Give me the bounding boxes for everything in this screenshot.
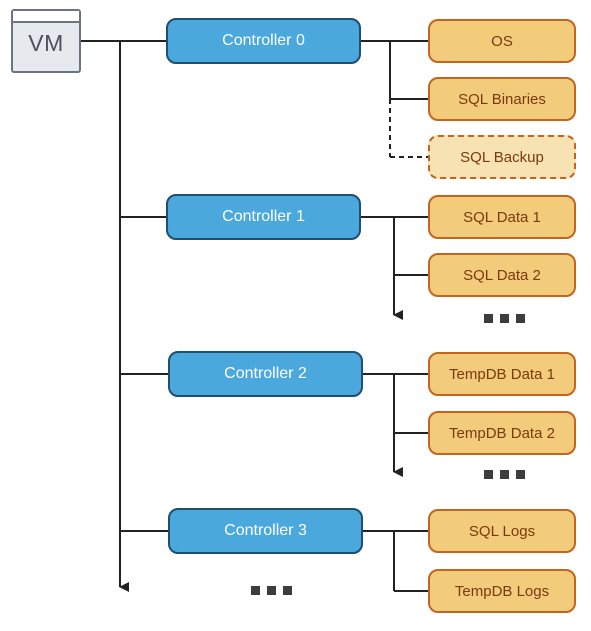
disk-sql-binaries: SQL Binaries [428,77,576,121]
disk-sql-data-1: SQL Data 1 [428,195,576,239]
more-controllers-ellipsis [251,586,292,595]
controller-0: Controller 0 [166,18,361,64]
ellipsis-dot [500,314,509,323]
controller-1: Controller 1 [166,194,361,240]
more-disks-ellipsis-controller-2 [484,470,525,479]
ellipsis-dot [516,314,525,323]
disk-tempdb-data-2: TempDB Data 2 [428,411,576,455]
ellipsis-dot [484,314,493,323]
ellipsis-dot [267,586,276,595]
more-disks-ellipsis-controller-1 [484,314,525,323]
vm-label: VM [28,30,64,56]
disk-tempdb-logs: TempDB Logs [428,569,576,613]
vm-node: VM [11,9,81,73]
disk-tempdb-data-1: TempDB Data 1 [428,352,576,396]
disk-sql-logs: SQL Logs [428,509,576,553]
vm-title-bar [13,11,79,23]
ellipsis-dot [516,470,525,479]
disk-os: OS [428,19,576,63]
ellipsis-dot [500,470,509,479]
disk-sql-data-2: SQL Data 2 [428,253,576,297]
disk-sql-backup: SQL Backup [428,135,576,179]
ellipsis-dot [283,586,292,595]
controller-2: Controller 2 [168,351,363,397]
controller-3: Controller 3 [168,508,363,554]
ellipsis-dot [484,470,493,479]
ellipsis-dot [251,586,260,595]
